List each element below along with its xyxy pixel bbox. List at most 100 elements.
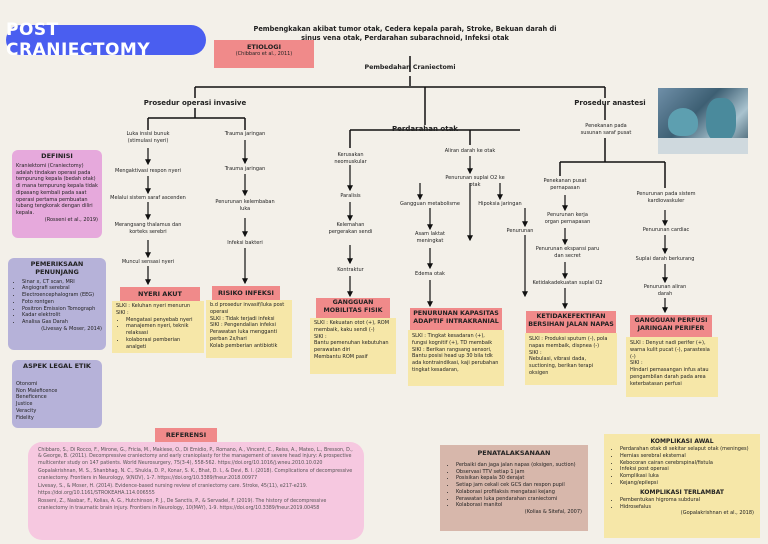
ketidakefektifan-header: KETIDAKEFEKTIFAN BERSIHAN JALAN NAPAS: [526, 311, 616, 333]
list-item: Kebocoran cairan cerebrspinal/fistula: [620, 460, 754, 467]
node-kelemahan: Kelemahan pergerakan sendi: [328, 222, 373, 235]
reference-entry: Rosseni, Z., Nasbar, F., Kolias, A. G., …: [38, 499, 327, 511]
node-penurunan-cardiac: Penurunan cardiac: [642, 227, 690, 233]
list-item: Kadar elektrolit: [22, 312, 102, 319]
ketidakefektifan-line: Nebulasi, vibrasi dada, suctioning, beri…: [529, 356, 594, 376]
definisi-box: DEFINISI Kraniektomi (Craniectomy) adala…: [12, 150, 102, 238]
node-ketidakadekuatan: Ketidakadekuatan suplai O2: [532, 280, 603, 286]
list-item: Fidelity: [16, 414, 34, 421]
list-item: Perawatan luka pendarahan craniectomi: [456, 496, 582, 503]
mobilitas-line: SIKI :: [314, 333, 327, 340]
reference-entry: Gopalakrishnan, M. S., Shanbhag, N. C., …: [38, 469, 353, 481]
list-item: Veracity: [16, 407, 37, 414]
list-item: Pembentukan higroma subdural: [620, 497, 754, 504]
list-item: Kejang/epilepsi: [620, 480, 754, 487]
causes-line-2: sinus vena otak, Perdarahan subarachnoid…: [301, 33, 509, 42]
gangguan-perfusi-box: SLKI : Denyut nadi perifer (+), warna ku…: [626, 337, 718, 397]
node-trauma-jaringan: Trauma jaringan: [224, 131, 266, 137]
risiko-infeksi-line: b.d prosedur invasif/luka post operasi: [210, 302, 285, 315]
list-item: Electroencephalogram (EEG): [22, 292, 102, 299]
perfusi-line: SLKI : Denyut nadi perifer (+), warna ku…: [630, 340, 710, 360]
node-penekanan-pusat: Penekanan pusat pernapasan: [543, 178, 587, 191]
risiko-infeksi-line: SIKI : Pengendalian infeksi: [210, 322, 276, 329]
mobilitas-line: Membantu ROM pasif: [314, 353, 368, 360]
komplikasi-terlambat-heading: KOMPLIKASI TERLAMBAT: [640, 488, 724, 496]
perdarahan-otak-label: Perdarahan otak: [392, 125, 458, 133]
prosedur-invasive-label: Prosedur operasi invasive: [143, 99, 247, 107]
risiko-infeksi-line: Perawatan luka mengganti perban 2x/hari: [210, 329, 278, 342]
list-item: Sinar x, CT scan, MRI: [22, 279, 102, 286]
pemeriksaan-citation: (Livesay & Moser, 2014): [41, 325, 102, 332]
node-gangguan-metabolisme: Gangguan metabolisme: [400, 201, 460, 207]
risiko-infeksi-box: b.d prosedur invasif/luka post operasi S…: [206, 300, 292, 358]
list-item: Komplikasi luka: [620, 473, 754, 480]
node-asam-laktat: Asam laktat meningkat: [415, 231, 445, 244]
penurunan-kapasitas-box: SLKI : Tingkat kesadaran (+), fungsi kog…: [408, 330, 504, 386]
node-mengaktivasi: Mengaktivasi respon nyeri: [115, 168, 181, 174]
list-item: Observasi TTV setiap 1 jam: [456, 469, 582, 476]
node-kontraktur: Kontraktur: [337, 267, 364, 273]
causes-text: Pembengkakan akibat tumor otak, Cedera k…: [245, 25, 565, 43]
nyeri-akut-siki: SIKI :: [116, 309, 129, 316]
aspek-legal-list: Otonomi Non Maleficence Beneficence Just…: [16, 381, 98, 422]
list-item: Posisikan kepala 30 derajat: [456, 475, 582, 482]
aspek-legal-box: ASPEK LEGAL ETIK Otonomi Non Maleficence…: [12, 360, 102, 428]
node-penurunan-kardio: Penurunan pada sistem kardiovaskuler: [636, 191, 696, 204]
list-item: Hernias serebral eksternal: [620, 453, 754, 460]
node-penurunan-aliran: Penurunan aliran darah: [643, 284, 687, 297]
node-hipoksia: Hipoksia jaringan: [478, 201, 522, 207]
mobilitas-line: SLKI : Kekuatan otot (+), ROM membaik, k…: [314, 320, 390, 333]
referensi-header: REFERENSI: [155, 428, 217, 442]
list-item: Beneficence: [16, 394, 47, 401]
pembedahan-label: Pembedahan Craniectomi: [364, 64, 456, 71]
node-luka-insisi: Luka insisi bunuk (stimulasi nyeri): [126, 131, 170, 144]
node-muncul: Muncul sensasi nyeri: [121, 259, 175, 265]
penurunan-kapasitas-header: PENURUNAN KAPASITAS ADAPTIF INTRAKRANIAL: [410, 308, 502, 330]
causes-line-1: Pembengkakan akibat tumor otak, Cedera k…: [253, 25, 557, 33]
pemeriksaan-heading: PEMERIKSAAN PENUNJANG: [30, 260, 84, 276]
node-melalui: Melalui sistem saraf ascenden: [110, 195, 186, 201]
list-item: Kolaborasi manitol: [456, 502, 582, 509]
pemeriksaan-box: PEMERIKSAAN PENUNJANG Sinar x, CT scan, …: [8, 258, 106, 350]
list-item: Mengatasi penyebab nyeri: [126, 317, 200, 324]
list-item: Perbaiki dan jaga jalan napas (oksigen, …: [456, 462, 582, 469]
list-item: Foto rontgen: [22, 299, 102, 306]
list-item: Perdarahan otak di sekitar selaput otak …: [620, 446, 754, 453]
node-penurunan-kerja: Penurunan kerja organ pernapasan: [544, 212, 591, 225]
list-item: Hidrosefalus: [620, 504, 754, 511]
node-penurunan-suplai: Penurunan suplai O2 ke otak: [445, 175, 505, 188]
definisi-citation: (Rosseni et al., 2019): [44, 216, 98, 223]
penatalaksanaan-heading: PENATALAKSANAAN: [477, 449, 551, 457]
definisi-text: Kraniektomi (Craniectomy) adalah tindaka…: [16, 162, 98, 217]
gangguan-mobilitas-header: GANGGUAN MOBILITAS FISIK: [316, 298, 390, 318]
gangguan-perfusi-header: GANGGUAN PERFUSI JARINGAN PERIFER: [630, 315, 712, 337]
node-infeksi-bakteri: Infeksi bakteri: [227, 240, 263, 246]
ketidakefektifan-line: SLKI : Produksi sputum (-), pola napas m…: [529, 336, 608, 349]
list-item: Non Maleficence: [16, 387, 58, 394]
penatalaksanaan-citation: (Kolias & Sitefal, 2007): [524, 509, 582, 516]
reference-entry: Chibbaro, S., Di Rocco, F., Mirone, G., …: [38, 448, 353, 466]
risiko-infeksi-line: Kolab pemberian antibiotik: [210, 342, 278, 349]
etiologi-box: ETIOLOGI (Chibbaro et al., 2011): [214, 40, 314, 68]
kapasitas-line: SIKI : Berikan rangsang sensori, Bantu p…: [412, 346, 499, 373]
node-paralisis: Paralisis: [340, 193, 361, 199]
node-merangsang: Merangsang thalamus dan korteks serebri: [114, 222, 182, 235]
referensi-box: Chibbaro, S., Di Rocco, F., Mirone, G., …: [28, 442, 364, 540]
list-item: Infeksi post operasi: [620, 466, 754, 473]
definisi-heading: DEFINISI: [41, 152, 73, 160]
ketidakefektifan-box: SLKI : Produksi sputum (-), pola napas m…: [525, 333, 617, 385]
komplikasi-box: KOMPLIKASI AWAL Perdarahan otak di sekit…: [604, 434, 760, 538]
etiologi-citation: (Chibbaro et al., 2011): [235, 51, 293, 57]
page-title: POST CRANIECTOMY: [6, 20, 206, 60]
list-item: Otonomi: [16, 380, 38, 387]
risiko-infeksi-header: RISIKO INFEKSI: [212, 286, 280, 300]
pemeriksaan-list: Sinar x, CT scan, MRI Angiografi serebra…: [12, 279, 102, 326]
node-edema: Edema otak: [415, 271, 445, 277]
perfusi-line: Hindari pemasangan infus atau pengambila…: [630, 367, 709, 387]
prosedur-anastesi-label: Prosedur anastesi: [574, 99, 646, 107]
node-kerusakan: Kerusakan neomuskular: [334, 152, 367, 165]
list-item: Positron Emission Tomograph: [22, 306, 102, 313]
risiko-infeksi-line: SLKI : Tidak terjadi infeksi: [210, 315, 275, 322]
etiologi-heading: ETIOLOGI: [246, 43, 281, 51]
